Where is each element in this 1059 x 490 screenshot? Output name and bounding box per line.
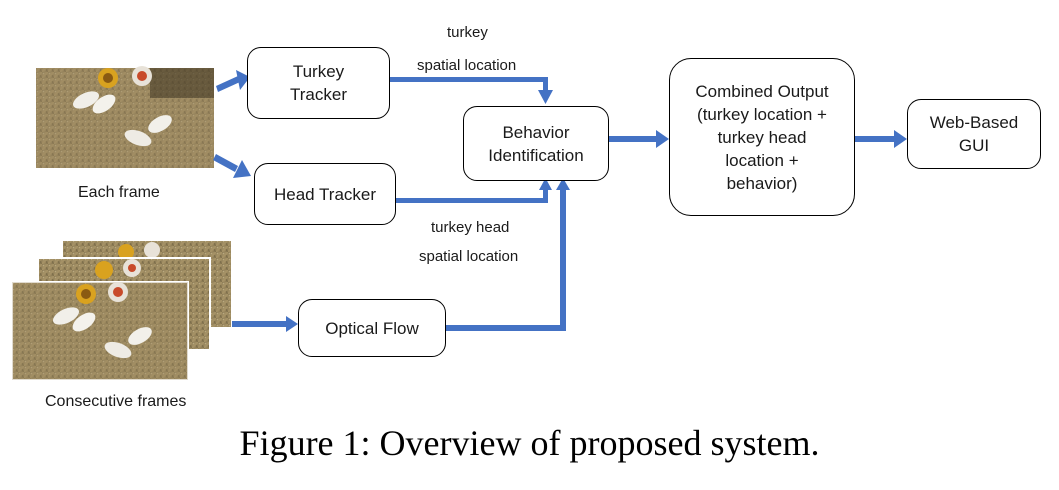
each-frame-image bbox=[36, 66, 214, 168]
edge-label-turkey: turkey bbox=[447, 24, 488, 41]
arrow-combined-to-gui bbox=[855, 130, 907, 148]
web-gui-box: Web-Based GUI bbox=[907, 99, 1041, 169]
arrow-frame-to-head-tracker bbox=[213, 154, 251, 178]
consecutive-frames-label: Consecutive frames bbox=[45, 393, 187, 410]
arrow-frames-to-optical-flow bbox=[232, 316, 298, 332]
arrow-turkey-tracker-to-behavior bbox=[390, 77, 553, 104]
arrows bbox=[213, 70, 907, 332]
arrow-behavior-to-combined bbox=[609, 130, 669, 148]
arrow-frame-to-turkey-tracker bbox=[216, 70, 250, 92]
figure-caption: Figure 1: Overview of proposed system. bbox=[239, 423, 820, 463]
arrow-optical-flow-to-behavior bbox=[446, 178, 570, 331]
optical-flow-box: Optical Flow bbox=[298, 299, 446, 357]
behavior-identification-box: Behavior Identification bbox=[463, 106, 609, 181]
edge-label-head-spatial: spatial location bbox=[419, 248, 519, 265]
arrow-head-tracker-to-behavior bbox=[396, 178, 552, 203]
combined-output-box: Combined Output (turkey location + turke… bbox=[669, 58, 855, 216]
each-frame-label: Each frame bbox=[78, 184, 160, 201]
turkey-tracker-box: Turkey Tracker bbox=[247, 47, 390, 119]
edge-label-turkey-spatial: spatial location bbox=[417, 57, 517, 74]
head-tracker-box: Head Tracker bbox=[254, 163, 396, 225]
edge-label-turkey-head: turkey head bbox=[431, 219, 510, 236]
consecutive-frames-image bbox=[11, 239, 233, 381]
